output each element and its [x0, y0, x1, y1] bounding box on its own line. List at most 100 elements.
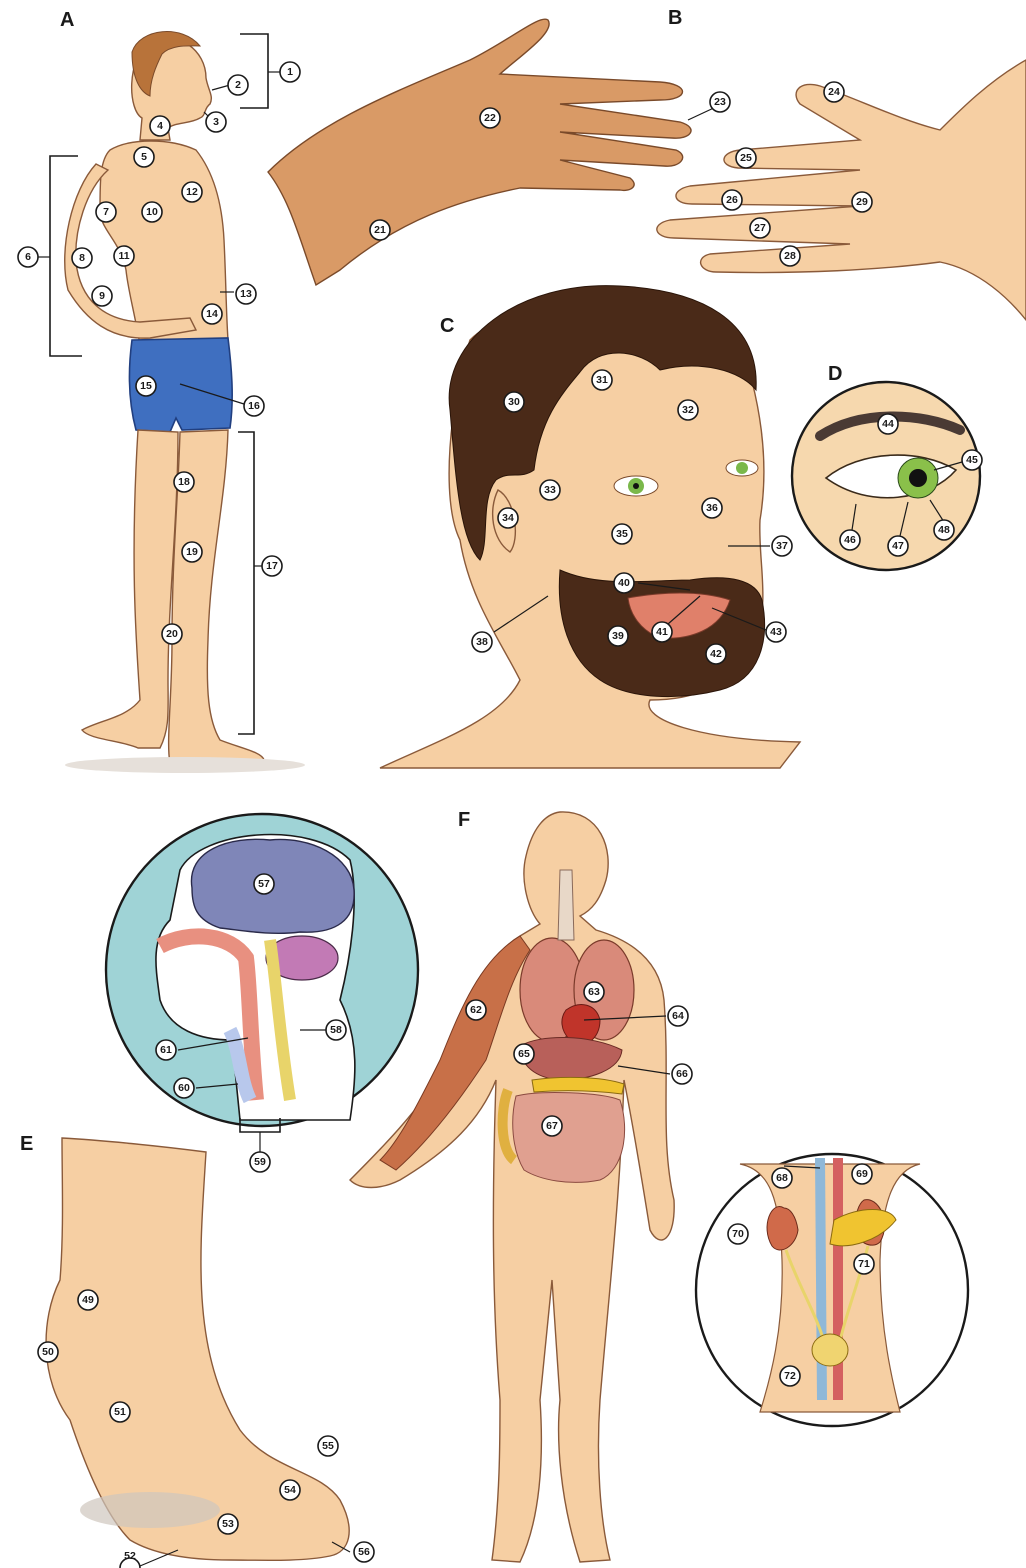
callout-58: 58: [326, 1020, 346, 1040]
panel-c-head: [380, 286, 800, 768]
svg-text:64: 64: [672, 1010, 684, 1022]
callout-42: 42: [706, 644, 726, 664]
callout-19: 19: [182, 542, 202, 562]
svg-text:69: 69: [856, 1168, 868, 1180]
callout-29: 29: [852, 192, 872, 212]
callout-53: 53: [218, 1514, 238, 1534]
callout-10: 10: [142, 202, 162, 222]
callout-52: 52: [120, 1550, 140, 1568]
callout-28: 28: [780, 246, 800, 266]
svg-text:16: 16: [248, 400, 260, 412]
svg-text:59: 59: [254, 1156, 266, 1168]
panel-b-hands: [268, 19, 1026, 320]
svg-text:42: 42: [710, 648, 722, 660]
callout-69: 69: [852, 1164, 872, 1184]
panel-letter-f: F: [458, 809, 470, 831]
svg-text:34: 34: [502, 512, 514, 524]
svg-text:19: 19: [186, 546, 198, 558]
svg-text:17: 17: [266, 560, 278, 572]
svg-text:62: 62: [470, 1004, 482, 1016]
svg-text:23: 23: [714, 96, 726, 108]
svg-text:53: 53: [222, 1518, 234, 1530]
callout-25: 25: [736, 148, 756, 168]
callout-72: 72: [780, 1366, 800, 1386]
svg-text:71: 71: [858, 1258, 870, 1270]
svg-text:55: 55: [322, 1440, 334, 1452]
svg-text:10: 10: [146, 206, 158, 218]
svg-text:32: 32: [682, 404, 694, 416]
callout-32: 32: [678, 400, 698, 420]
svg-text:3: 3: [213, 116, 219, 128]
callout-22: 22: [480, 108, 500, 128]
svg-text:65: 65: [518, 1048, 530, 1060]
callout-54: 54: [280, 1480, 300, 1500]
svg-text:57: 57: [258, 878, 270, 890]
callout-15: 15: [136, 376, 156, 396]
svg-text:4: 4: [157, 120, 163, 132]
svg-text:44: 44: [882, 418, 894, 430]
svg-text:6: 6: [25, 251, 31, 263]
svg-text:28: 28: [784, 250, 796, 262]
callout-62: 62: [466, 1000, 486, 1020]
svg-text:60: 60: [178, 1082, 190, 1094]
callout-31: 31: [592, 370, 612, 390]
callout-34: 34: [498, 508, 518, 528]
panel-letter-a: A: [60, 9, 74, 31]
callout-21: 21: [370, 220, 390, 240]
callout-68: 68: [772, 1168, 792, 1188]
panel-a-figure: [65, 32, 305, 773]
svg-text:2: 2: [235, 79, 241, 91]
svg-text:68: 68: [776, 1172, 788, 1184]
svg-text:49: 49: [82, 1294, 94, 1306]
callout-33: 33: [540, 480, 560, 500]
svg-text:12: 12: [186, 186, 198, 198]
callout-59: 59: [250, 1152, 270, 1172]
svg-text:7: 7: [103, 206, 109, 218]
callout-6: 6: [18, 247, 38, 267]
svg-text:52: 52: [124, 1550, 136, 1562]
callout-51: 51: [110, 1402, 130, 1422]
callout-71: 71: [854, 1254, 874, 1274]
callout-5: 5: [134, 147, 154, 167]
svg-text:11: 11: [118, 250, 129, 262]
svg-text:21: 21: [374, 224, 386, 236]
bracket-head: [240, 34, 268, 108]
svg-text:54: 54: [284, 1484, 296, 1496]
svg-text:50: 50: [42, 1346, 54, 1358]
svg-text:31: 31: [596, 374, 608, 386]
svg-text:13: 13: [240, 288, 252, 300]
callout-35: 35: [612, 524, 632, 544]
callout-26: 26: [722, 190, 742, 210]
panel-letter-c: C: [440, 315, 454, 337]
nervous-system-inset: [106, 814, 418, 1126]
callout-70: 70: [728, 1224, 748, 1244]
callout-48: 48: [934, 520, 954, 540]
callout-4: 4: [150, 116, 170, 136]
callout-46: 46: [840, 530, 860, 550]
callout-38: 38: [472, 632, 492, 652]
callout-61: 61: [156, 1040, 176, 1060]
panel-letter-d: D: [828, 363, 842, 385]
callout-60: 60: [174, 1078, 194, 1098]
svg-text:70: 70: [732, 1228, 744, 1240]
callout-14: 14: [202, 304, 222, 324]
callout-39: 39: [608, 626, 628, 646]
callout-17: 17: [262, 556, 282, 576]
callout-56: 56: [354, 1542, 374, 1562]
urinary-inset: [696, 1154, 968, 1426]
svg-text:5: 5: [141, 151, 147, 163]
callout-8: 8: [72, 248, 92, 268]
callout-44: 44: [878, 414, 898, 434]
svg-text:35: 35: [616, 528, 628, 540]
svg-text:27: 27: [754, 222, 766, 234]
svg-text:45: 45: [966, 454, 978, 466]
callout-49: 49: [78, 1290, 98, 1310]
callout-11: 11: [114, 246, 134, 266]
svg-text:22: 22: [484, 112, 496, 124]
callout-57: 57: [254, 874, 274, 894]
svg-text:66: 66: [676, 1068, 688, 1080]
svg-text:37: 37: [776, 540, 788, 552]
svg-text:24: 24: [828, 86, 840, 98]
panel-letter-e: E: [20, 1133, 33, 1155]
